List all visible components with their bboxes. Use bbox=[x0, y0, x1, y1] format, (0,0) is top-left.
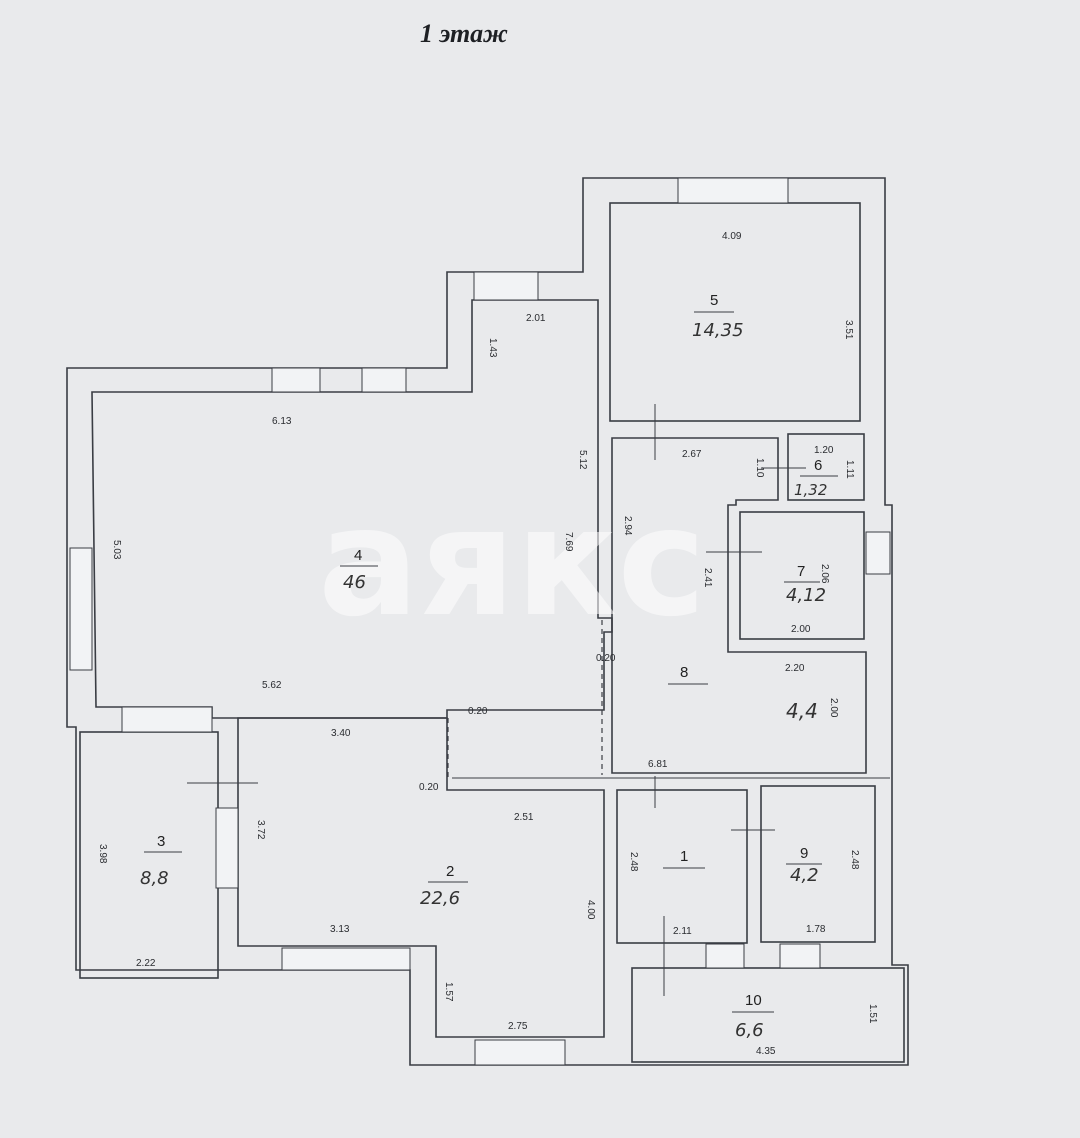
dim-label: 4.00 bbox=[585, 900, 596, 920]
dim-label: 2.48 bbox=[849, 850, 860, 870]
dim-label: 2.01 bbox=[526, 313, 546, 324]
dim-label: 1.11 bbox=[844, 460, 855, 479]
dim-label: 2.41 bbox=[702, 568, 713, 588]
window bbox=[69, 547, 93, 671]
room-8-number: 8 bbox=[680, 664, 688, 681]
dim-label: 4.09 bbox=[722, 231, 742, 242]
dim-label: 2.48 bbox=[628, 852, 639, 872]
plan-title: 1 этаж bbox=[420, 19, 508, 48]
room-9-number: 9 bbox=[800, 845, 808, 862]
room-5-number: 5 bbox=[710, 292, 718, 309]
dim-label: 7.69 bbox=[563, 532, 574, 552]
dim-label: 1.78 bbox=[806, 924, 826, 935]
room-1-number: 1 bbox=[680, 848, 688, 865]
dim-label: 2.06 bbox=[819, 564, 830, 584]
room-9-area: 4,2 bbox=[790, 865, 819, 886]
dim-label: 0.20 bbox=[468, 706, 488, 717]
window bbox=[281, 947, 411, 971]
dim-label: 4.35 bbox=[756, 1046, 776, 1057]
window bbox=[705, 943, 745, 969]
room-4-area: 46 bbox=[343, 572, 366, 593]
dim-label: 3.72 bbox=[255, 820, 266, 840]
dim-label: 3.51 bbox=[843, 320, 854, 340]
room-1-outline bbox=[616, 789, 748, 944]
window bbox=[271, 367, 321, 393]
dim-label: 2.00 bbox=[828, 698, 839, 718]
room-8-outline bbox=[611, 437, 867, 774]
room-6-outline bbox=[787, 433, 865, 501]
room-9-outline bbox=[760, 785, 876, 943]
room-2-number: 2 bbox=[446, 863, 454, 880]
window bbox=[474, 1039, 566, 1066]
room-2-outline bbox=[237, 717, 605, 1038]
room-10-outline bbox=[631, 967, 905, 1063]
window bbox=[215, 807, 239, 889]
dim-label: 1.20 bbox=[814, 445, 834, 456]
room-10-area: 6,6 bbox=[735, 1020, 764, 1041]
room-7-outline bbox=[739, 511, 865, 640]
room-4-number: 4 bbox=[354, 547, 362, 564]
dim-label: 2.20 bbox=[785, 663, 805, 674]
room-8-area: 4,4 bbox=[786, 699, 818, 723]
dim-label: 3.98 bbox=[97, 844, 108, 864]
room-2-area: 22,6 bbox=[420, 888, 460, 909]
window bbox=[121, 706, 213, 733]
room-7-area: 4,12 bbox=[786, 585, 826, 606]
window bbox=[779, 943, 821, 969]
dim-label: 1.57 bbox=[443, 982, 454, 1002]
watermark: аякс bbox=[318, 476, 706, 650]
window bbox=[865, 531, 891, 575]
room-5-area: 14,35 bbox=[692, 320, 744, 341]
dim-label: 6.81 bbox=[648, 759, 668, 770]
room-7-number: 7 bbox=[797, 563, 805, 580]
dim-label: 5.62 bbox=[262, 680, 282, 691]
dim-label: 2.00 bbox=[791, 624, 811, 635]
dim-label: 2.22 bbox=[136, 958, 156, 969]
dim-label: 2.94 bbox=[622, 516, 633, 536]
dim-label: 2.11 bbox=[673, 926, 692, 937]
dim-label: 0.20 bbox=[419, 782, 439, 793]
dim-label: 5.12 bbox=[577, 450, 588, 470]
room-6-area: 1,32 bbox=[794, 481, 827, 499]
window bbox=[361, 367, 407, 393]
window bbox=[473, 271, 539, 301]
room-3-area: 8,8 bbox=[140, 868, 169, 889]
room-6-number: 6 bbox=[814, 457, 822, 474]
dim-label: 3.13 bbox=[330, 924, 350, 935]
dim-label: 5.03 bbox=[111, 540, 122, 560]
dim-label: 6.13 bbox=[272, 416, 292, 427]
dim-label: 2.67 bbox=[682, 449, 702, 460]
room-3-number: 3 bbox=[157, 833, 165, 850]
dim-label: 1.51 bbox=[867, 1004, 878, 1024]
dim-label: 2.75 bbox=[508, 1021, 528, 1032]
dim-label: 2.51 bbox=[514, 812, 534, 823]
window bbox=[677, 177, 789, 204]
room-10-number: 10 bbox=[745, 992, 762, 1009]
dim-label: 1.10 bbox=[754, 458, 765, 478]
dim-label: 1.43 bbox=[487, 338, 498, 358]
dim-label: 0.20 bbox=[596, 653, 616, 664]
dim-label: 3.40 bbox=[331, 728, 351, 739]
